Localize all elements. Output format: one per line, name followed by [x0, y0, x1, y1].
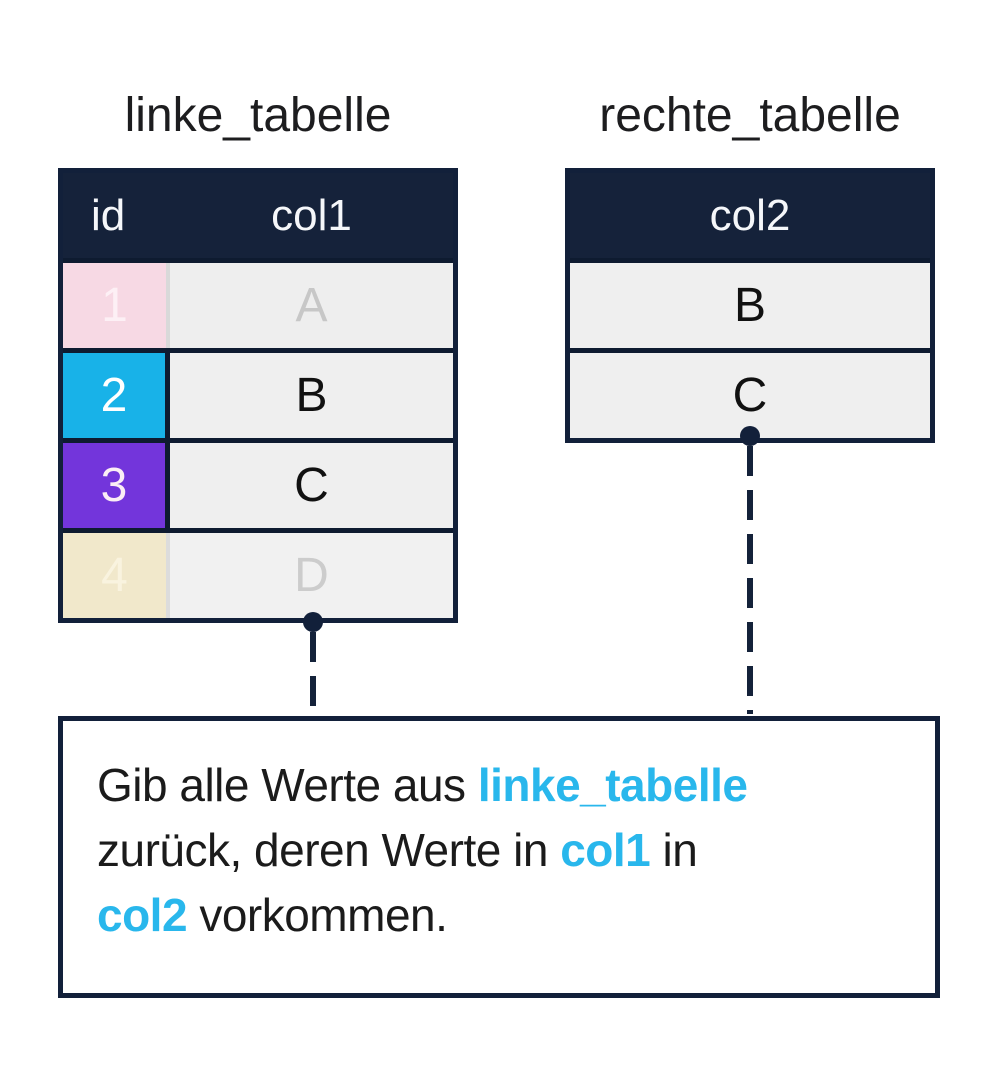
- header-cell-id: id: [91, 190, 126, 240]
- cell-value: B: [170, 353, 453, 438]
- connector-dot-left: [303, 612, 323, 632]
- table-row: B: [570, 258, 930, 348]
- table-row: 3 C: [63, 438, 453, 528]
- table-row: C: [570, 348, 930, 438]
- cell-id: 1: [63, 263, 170, 348]
- cell-id: 4: [63, 533, 170, 618]
- cell-value: C: [170, 443, 453, 528]
- cell-value: B: [570, 263, 930, 348]
- explanation-text: Gib alle Werte aus: [97, 759, 478, 811]
- cell-id: 3: [63, 443, 170, 528]
- explanation-line: zurück, deren Werte in col1 in: [97, 818, 911, 883]
- left-table-header: id col1: [63, 173, 453, 258]
- cell-value: C: [570, 353, 930, 438]
- explanation-highlight-col2: col2: [97, 889, 188, 941]
- right-table: col2 B C: [565, 168, 935, 443]
- cell-value: D: [170, 533, 453, 618]
- cell-id: 2: [63, 353, 170, 438]
- explanation-box: Gib alle Werte aus linke_tabelle zurück,…: [58, 716, 940, 998]
- explanation-highlight-linke-tabelle: linke_tabelle: [477, 759, 748, 811]
- explanation-highlight-col1: col1: [560, 824, 651, 876]
- explanation-text: zurück, deren Werte in: [97, 824, 561, 876]
- left-table-title: linke_tabelle: [124, 89, 392, 142]
- dashed-connector-right: [747, 446, 753, 714]
- right-table-title: rechte_tabelle: [599, 89, 901, 142]
- connector-dot-right: [740, 426, 760, 446]
- cell-value: A: [170, 263, 453, 348]
- explanation-line: col2 vorkommen.: [97, 883, 911, 948]
- right-table-header: col2: [570, 173, 930, 258]
- explanation-line: Gib alle Werte aus linke_tabelle: [97, 753, 911, 818]
- dashed-connector-left: [310, 632, 316, 714]
- table-row: 1 A: [63, 258, 453, 348]
- explanation-text: vorkommen.: [187, 889, 448, 941]
- table-row: 4 D: [63, 528, 453, 618]
- explanation-text: in: [650, 824, 698, 876]
- header-cell-col1: col1: [271, 190, 352, 240]
- header-cell-col2: col2: [709, 190, 791, 240]
- left-table: id col1 1 A 2 B 3 C 4 D: [58, 168, 458, 623]
- table-row: 2 B: [63, 348, 453, 438]
